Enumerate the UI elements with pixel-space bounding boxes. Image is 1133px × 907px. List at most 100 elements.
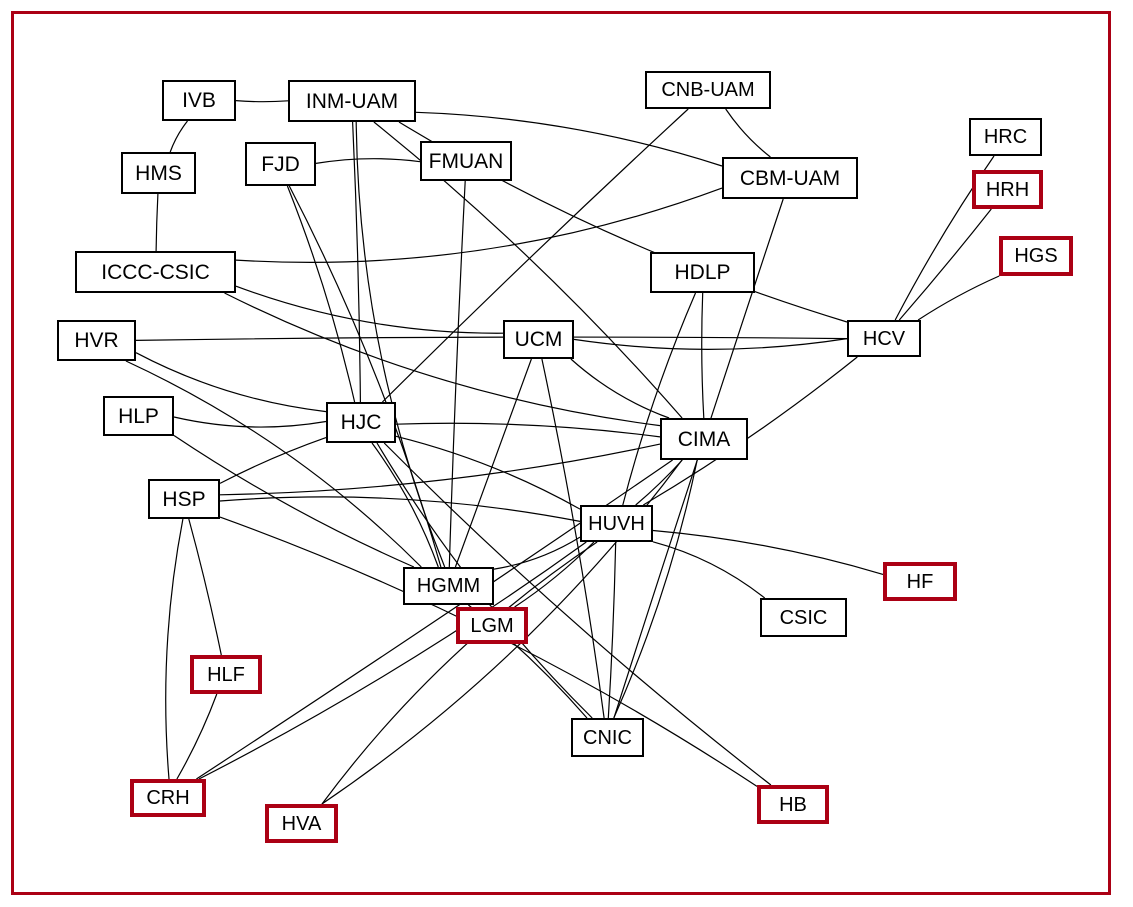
node-hdlp[interactable]: HDLP <box>650 252 755 293</box>
node-cbm-uam[interactable]: CBM-UAM <box>722 157 858 199</box>
edge-huvh-csic <box>652 541 766 599</box>
node-hms[interactable]: HMS <box>121 152 196 194</box>
edge-hjc-huvh <box>395 435 581 510</box>
node-lgm[interactable]: LGM <box>456 607 528 644</box>
edge-cima-cnic <box>613 459 698 719</box>
edge-iccc-csic-ucm <box>235 285 504 334</box>
node-label: HF <box>906 570 934 593</box>
node-label: HLP <box>118 404 159 428</box>
node-label: CSIC <box>779 606 828 629</box>
edge-ucm-hcv <box>573 338 848 350</box>
node-ivb[interactable]: IVB <box>162 80 236 121</box>
node-inm-uam[interactable]: INM-UAM <box>288 80 416 122</box>
edge-hlp-hgmm <box>173 435 415 568</box>
node-huvh[interactable]: HUVH <box>580 505 653 542</box>
edge-cnb-uam-hjc <box>381 108 689 403</box>
edge-huvh-hva <box>321 541 598 805</box>
edge-inm-uam-cima <box>373 121 683 419</box>
node-hva[interactable]: HVA <box>265 804 338 843</box>
edge-inm-uam-cbm-uam <box>415 111 723 167</box>
node-cnb-uam[interactable]: CNB-UAM <box>645 71 771 109</box>
node-label: HDLP <box>674 261 731 284</box>
edge-hvr-hjc <box>135 352 327 413</box>
edge-huvh-crh <box>198 541 587 780</box>
node-hcv[interactable]: HCV <box>847 320 921 357</box>
node-hrc[interactable]: HRC <box>969 118 1042 156</box>
node-hlf[interactable]: HLF <box>190 655 262 694</box>
edge-hsp-huvh <box>219 496 581 522</box>
node-label: HVA <box>281 812 322 835</box>
node-label: CNIC <box>583 726 632 749</box>
node-label: CRH <box>146 787 190 809</box>
node-label: FMUAN <box>428 149 504 173</box>
node-label: FJD <box>261 152 300 176</box>
edge-hlf-crh <box>176 693 218 780</box>
edge-fjd-hgmm <box>288 185 442 568</box>
node-fmuan[interactable]: FMUAN <box>420 141 512 181</box>
edge-huvh-hf <box>652 529 884 575</box>
edge-hsp-crh <box>165 518 184 780</box>
node-hgmm[interactable]: HGMM <box>403 567 494 605</box>
edge-cima-huvh <box>635 459 683 506</box>
edge-hms-iccc-csic <box>155 193 159 252</box>
node-crh[interactable]: CRH <box>130 779 206 817</box>
node-label: CNB-UAM <box>661 79 755 101</box>
edge-ucm-cnic <box>541 358 605 719</box>
node-csic[interactable]: CSIC <box>760 598 847 637</box>
node-hvr[interactable]: HVR <box>57 320 136 361</box>
node-hjc[interactable]: HJC <box>326 402 396 443</box>
node-label: HB <box>779 793 807 816</box>
node-cima[interactable]: CIMA <box>660 418 748 460</box>
node-label: HRC <box>983 126 1028 148</box>
edge-ucm-hgmm <box>454 358 532 568</box>
edge-cnb-uam-cbm-uam <box>725 108 771 158</box>
edge-iccc-csic-cima <box>224 292 661 427</box>
edge-hdlp-cima <box>701 292 705 419</box>
node-hf[interactable]: HF <box>883 562 957 601</box>
edge-hsp-hb <box>219 516 758 787</box>
node-label: HRH <box>985 178 1030 201</box>
node-ucm[interactable]: UCM <box>503 320 574 359</box>
node-hb[interactable]: HB <box>757 785 829 824</box>
node-hlp[interactable]: HLP <box>103 396 174 436</box>
node-label: ICCC-CSIC <box>101 260 210 284</box>
edge-ivb-inm-uam <box>235 100 289 103</box>
edge-hjc-cima <box>395 422 661 438</box>
node-iccc-csic[interactable]: ICCC-CSIC <box>75 251 236 293</box>
node-label: LGM <box>470 614 514 637</box>
edge-hvr-hcv <box>135 336 848 341</box>
edge-hcv-huvh <box>642 356 858 506</box>
node-label: HGMM <box>416 575 481 597</box>
edge-hvr-hgmm <box>125 360 422 568</box>
edge-ucm-cima <box>570 358 670 419</box>
edge-hdlp-huvh <box>622 292 697 506</box>
edge-hjc-hgmm <box>371 442 439 568</box>
node-label: HLF <box>207 663 245 686</box>
node-label: HCV <box>862 327 906 350</box>
node-label: HMS <box>135 161 182 185</box>
edge-hcv-hrh <box>898 208 992 321</box>
node-label: IVB <box>182 89 216 112</box>
edge-ivb-hms <box>169 120 188 153</box>
node-hsp[interactable]: HSP <box>148 479 220 519</box>
node-hrh[interactable]: HRH <box>972 170 1043 209</box>
node-fjd[interactable]: FJD <box>245 142 316 186</box>
node-label: HJC <box>340 411 382 434</box>
edge-hjc-hsp <box>219 437 327 484</box>
node-label: UCM <box>514 328 563 351</box>
edge-huvh-hgmm <box>493 536 581 570</box>
edge-hcv-hgs <box>917 275 1000 321</box>
node-label: HVR <box>74 329 119 352</box>
node-label: HUVH <box>588 512 645 535</box>
edge-fmuan-hgmm <box>448 180 466 568</box>
node-label: HSP <box>162 487 206 511</box>
node-label: CIMA <box>677 427 731 451</box>
node-cnic[interactable]: CNIC <box>571 718 644 757</box>
edge-huvh-cnic <box>607 541 617 719</box>
node-hgs[interactable]: HGS <box>999 236 1073 276</box>
edge-hsp-hlf <box>188 518 222 656</box>
edge-cbm-uam-iccc-csic <box>235 187 723 263</box>
edge-cima-hsp <box>219 443 661 496</box>
edge-hjc-hb <box>383 442 772 786</box>
